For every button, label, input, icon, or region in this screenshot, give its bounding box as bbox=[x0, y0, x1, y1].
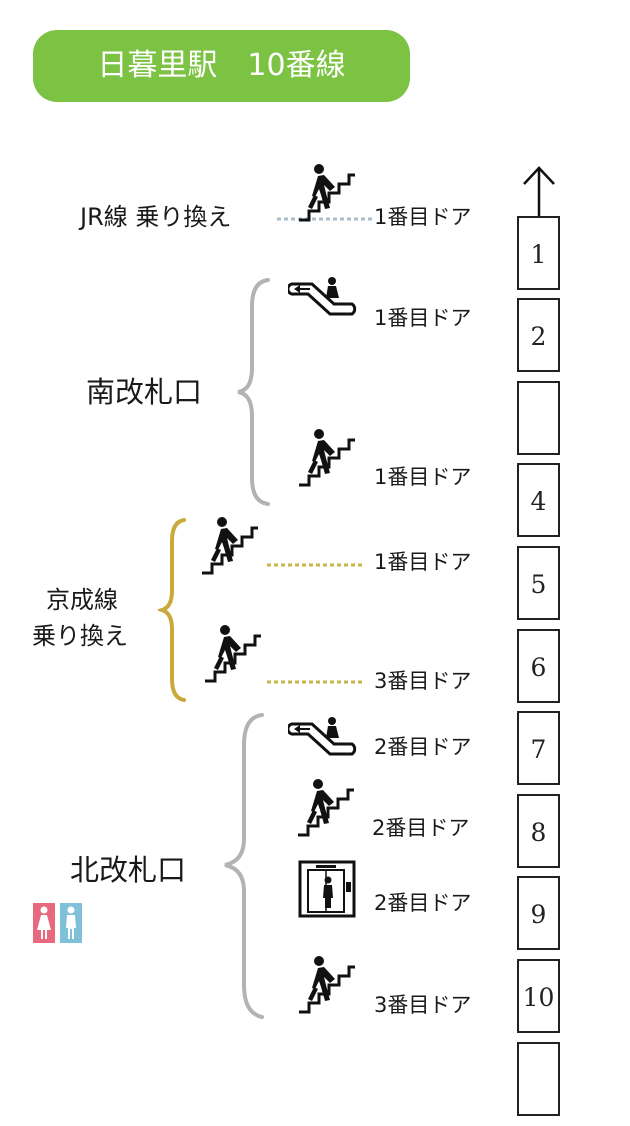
north-gate-label: 北改札口 bbox=[70, 853, 187, 887]
car-5: 5 bbox=[517, 546, 560, 620]
car-9: 9 bbox=[517, 876, 560, 950]
car-11 bbox=[517, 1042, 560, 1116]
jr-transfer-label: JR線 乗り換え bbox=[80, 203, 232, 231]
restroom-male-icon bbox=[60, 903, 82, 943]
door-label: 2番目ドア bbox=[372, 816, 470, 840]
north-gate-brace bbox=[224, 713, 264, 1019]
door-label: 1番目ドア bbox=[374, 465, 472, 489]
keisei-transfer-label-line2: 乗り換え bbox=[32, 622, 128, 650]
car-10: 10 bbox=[517, 959, 560, 1033]
escalator-icon bbox=[288, 716, 358, 756]
escalator-icon bbox=[288, 276, 358, 316]
page-title: 日暮里駅 10番線 bbox=[97, 48, 346, 83]
stairs-icon bbox=[203, 624, 263, 684]
stairs-icon bbox=[297, 163, 357, 223]
up-arrow-icon bbox=[523, 166, 555, 224]
stairs-icon bbox=[200, 516, 260, 576]
keisei-dotted-line bbox=[267, 563, 363, 567]
stairs-icon bbox=[297, 955, 357, 1015]
door-label: 1番目ドア bbox=[374, 205, 472, 229]
restroom-female-icon bbox=[33, 903, 55, 943]
door-label: 2番目ドア bbox=[374, 735, 472, 759]
door-label: 2番目ドア bbox=[374, 891, 472, 915]
car-3 bbox=[517, 381, 560, 455]
stairs-icon bbox=[297, 428, 357, 488]
elevator-icon bbox=[298, 860, 356, 918]
header-banner: 日暮里駅 10番線 bbox=[33, 30, 410, 102]
car-7: 7 bbox=[517, 711, 560, 785]
jr-dotted-line bbox=[277, 217, 373, 221]
door-label: 3番目ドア bbox=[374, 993, 472, 1017]
car-8: 8 bbox=[517, 794, 560, 868]
stairs-icon bbox=[296, 778, 356, 838]
door-label: 3番目ドア bbox=[374, 669, 472, 693]
south-gate-label: 南改札口 bbox=[86, 375, 203, 409]
door-label: 1番目ドア bbox=[374, 306, 472, 330]
keisei-transfer-label-line1: 京成線 bbox=[46, 586, 118, 614]
car-1: 1 bbox=[517, 216, 560, 290]
car-4: 4 bbox=[517, 463, 560, 537]
car-6: 6 bbox=[517, 629, 560, 703]
car-2: 2 bbox=[517, 298, 560, 372]
door-label: 1番目ドア bbox=[374, 550, 472, 574]
south-gate-brace bbox=[237, 278, 270, 506]
restroom-icon bbox=[33, 903, 85, 945]
keisei-brace bbox=[158, 518, 186, 702]
keisei-dotted-line bbox=[267, 680, 363, 684]
